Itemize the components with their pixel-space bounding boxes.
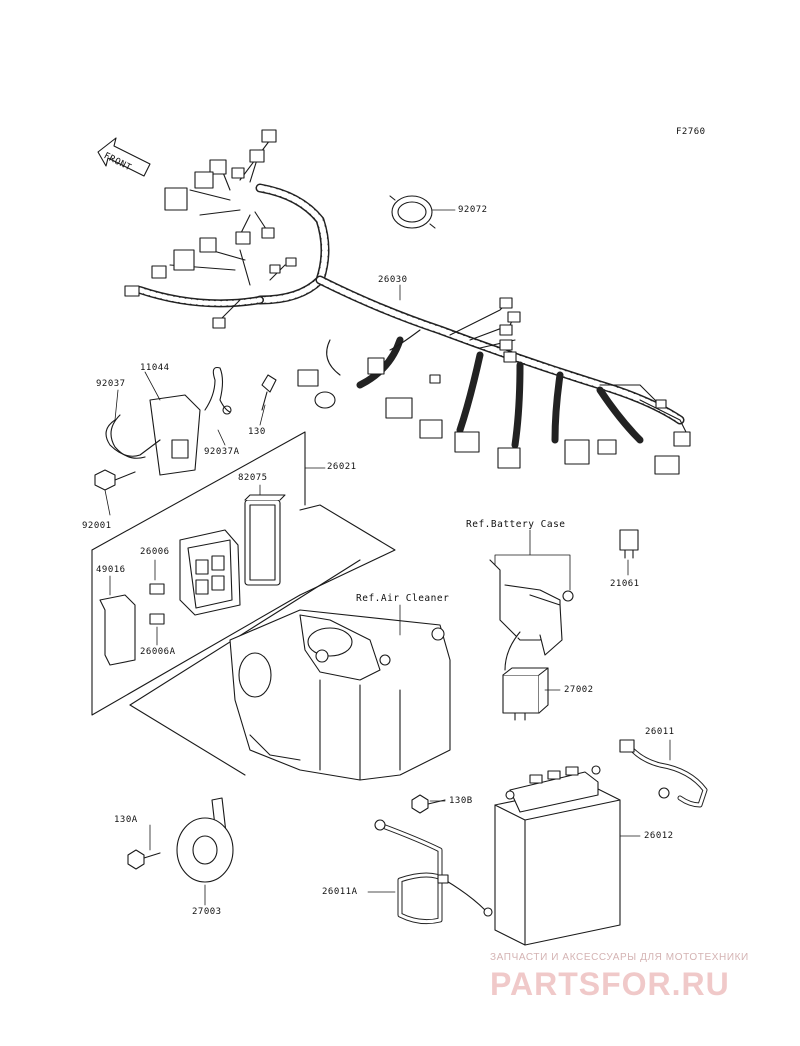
watermark-brand: PARTSFOR.RU <box>490 966 730 1002</box>
label-26011: 26011 <box>645 727 675 737</box>
harness-connectors <box>124 129 691 475</box>
label-26006: 26006 <box>140 547 170 557</box>
label-130: 130 <box>248 427 266 437</box>
cable-26011A <box>374 819 493 925</box>
label-27003: 27003 <box>192 907 222 917</box>
battery-case-bracket <box>489 559 574 671</box>
label-130A: 130A <box>114 815 138 825</box>
label-27002: 27002 <box>564 685 594 695</box>
figure-code: F2760 <box>676 127 706 137</box>
label-49016: 49016 <box>96 565 126 575</box>
label-82075: 82075 <box>238 473 268 483</box>
label-26011A: 26011A <box>322 887 358 897</box>
watermark-tagline: ЗАПЧАСТИ И АКСЕССУАРЫ ДЛЯ МОТОТЕХНИКИ <box>490 952 749 963</box>
label-26021: 26021 <box>327 462 357 472</box>
air-cleaner-housing <box>229 609 451 781</box>
label-26012: 26012 <box>644 831 674 841</box>
front-arrow-icon <box>97 137 151 177</box>
label-21061: 21061 <box>610 579 640 589</box>
bolt-130B <box>411 794 446 814</box>
cover-82075 <box>244 494 286 586</box>
relay-box-outline <box>91 431 396 776</box>
leader-lines <box>104 209 671 906</box>
label-26006A: 26006A <box>140 647 176 657</box>
label-92001: 92001 <box>82 521 112 531</box>
label-92037A: 92037A <box>204 447 240 457</box>
bracket-11044 <box>94 366 277 491</box>
label-130B: 130B <box>449 796 473 806</box>
label-92072: 92072 <box>458 205 488 215</box>
ref-battery-case: Ref.Battery Case <box>466 519 566 530</box>
relay-27002 <box>502 667 549 721</box>
bracket-49016 <box>99 594 136 666</box>
label-92037: 92037 <box>96 379 126 389</box>
battery-26012 <box>494 765 621 946</box>
cable-26011 <box>619 739 708 808</box>
label-26030: 26030 <box>378 275 408 285</box>
clamp-92072 <box>389 195 436 229</box>
wiring-harness <box>136 139 691 449</box>
label-11044: 11044 <box>140 363 170 373</box>
fuse-box <box>149 529 241 625</box>
horn-27003 <box>127 797 234 883</box>
ref-air-cleaner: Ref.Air Cleaner <box>356 593 450 604</box>
relay-21061 <box>619 529 639 559</box>
